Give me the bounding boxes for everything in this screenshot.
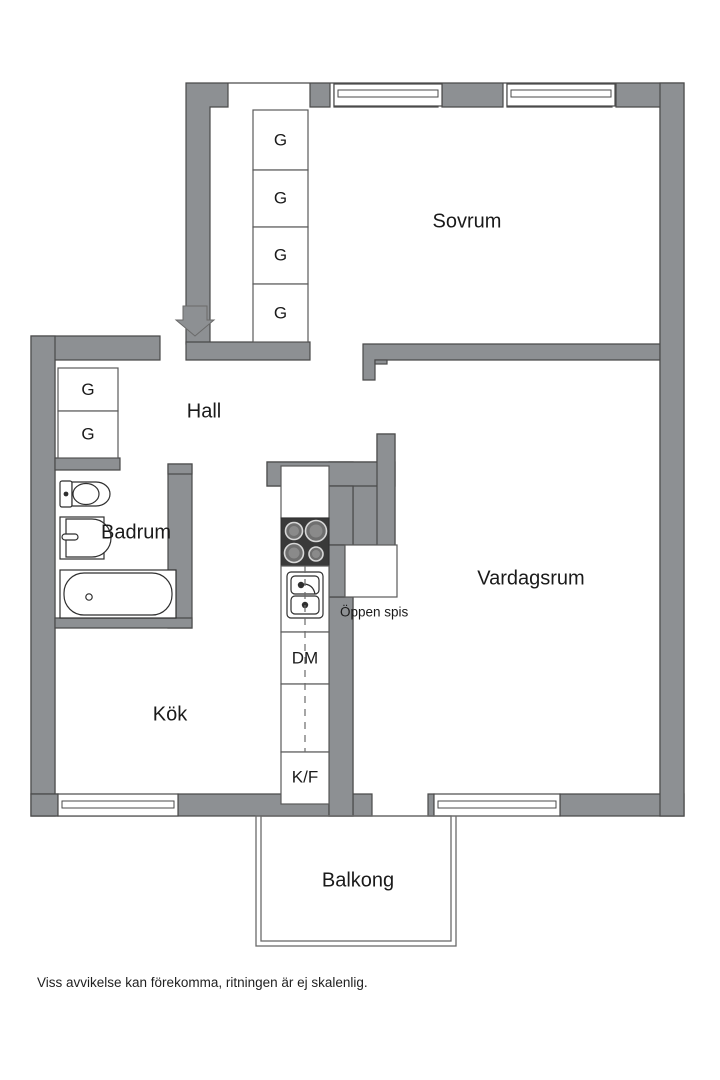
wall-badrum-bottom (54, 617, 193, 629)
balcony-group (255, 815, 457, 947)
window-sovrum-left (333, 83, 443, 107)
wall-structure (30, 82, 685, 817)
closet-hall-1-label: G (274, 130, 287, 149)
room-label-vardagsrum: Vardagsrum (477, 567, 584, 589)
closet-hall-3[interactable]: G (252, 226, 309, 285)
closet-hall-2-label: G (274, 188, 287, 207)
closets-entry-group: G G (57, 367, 119, 459)
closet-hall-3-label: G (274, 245, 287, 264)
disclaimer-footnote: Viss avvikelse kan förekomma, ritningen … (37, 975, 368, 990)
wall-fireplace-under (328, 596, 354, 817)
balcony-inner-rail (260, 815, 452, 942)
room-labels: Sovrum Hall Badrum Kök Vardagsrum Balkon… (101, 210, 585, 891)
window-vardagsrum-bottom (433, 793, 561, 817)
fireplace-group: Öppen spis (340, 544, 409, 620)
closet-hall-1[interactable]: G (252, 109, 309, 171)
room-label-hall: Hall (187, 400, 221, 422)
wall-stub-sovrum-jamb (374, 359, 388, 365)
bathtub-icon (59, 569, 177, 619)
wall-badrum-right-cap (167, 463, 193, 475)
fridge-freezer-unit[interactable]: K/F (280, 751, 330, 805)
closet-entry-1[interactable]: G (57, 367, 119, 412)
closet-hall-4-label: G (274, 303, 287, 322)
closet-entry-2[interactable]: G (57, 410, 119, 459)
wall-hall-closet-bottom (185, 341, 311, 361)
window-sovrum-right (506, 83, 616, 107)
room-label-sovrum: Sovrum (433, 210, 502, 232)
room-label-kok: Kök (153, 703, 188, 725)
wall-exterior-right (659, 82, 685, 817)
fireplace-label: Öppen spis (340, 605, 409, 620)
wall-entry-closet-bottom (54, 457, 121, 471)
closet-entry-1-label: G (81, 380, 94, 399)
wall-fireplace-left (328, 485, 354, 546)
wall-fireplace-column (376, 433, 396, 547)
stove-icon[interactable] (280, 517, 330, 567)
entry-arrow-icon (174, 305, 216, 337)
wall-exterior-left-lower (30, 335, 56, 817)
closet-hall-2[interactable]: G (252, 169, 309, 228)
room-label-badrum: Badrum (101, 521, 171, 543)
closets-hall-group: G G G G (252, 109, 309, 343)
kitchen-units-group: DM K/F (280, 465, 330, 805)
windows-group (57, 83, 616, 817)
closet-hall-4[interactable]: G (252, 283, 309, 343)
room-label-balkong: Balkong (322, 869, 394, 891)
toilet-icon (59, 480, 111, 508)
kitchen-counter-top[interactable] (280, 465, 330, 519)
wall-fireplace-left-lower (328, 544, 346, 598)
closet-entry-2-label: G (81, 424, 94, 443)
wall-exterior-top (185, 82, 685, 817)
wall-interior-sovrum-bottom (362, 343, 661, 381)
fireplace-box[interactable] (344, 544, 398, 598)
fridge-freezer-label: K/F (292, 767, 318, 786)
washbasin-icon (59, 516, 112, 560)
bathroom-fixtures (59, 480, 177, 619)
window-kok-bottom (57, 793, 179, 817)
wall-exterior-bottom-right2 (427, 793, 435, 817)
